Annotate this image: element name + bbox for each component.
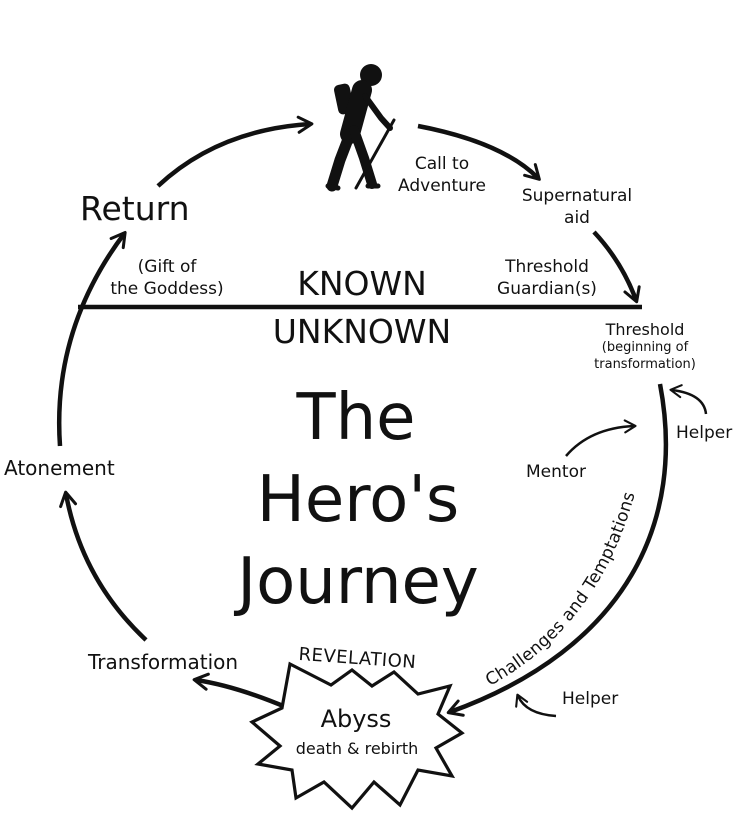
arc-hero-to-supernatural xyxy=(417,123,541,181)
helper-top-label: Helper xyxy=(676,423,733,443)
arc-return-to-hero xyxy=(156,115,314,188)
return-label: Return xyxy=(80,189,190,228)
abyss-label: Abyss xyxy=(320,705,392,733)
atonement-label: Atonement xyxy=(4,456,115,480)
arc-transformation-to-atonement xyxy=(59,490,148,642)
call-line-1: Call to xyxy=(414,154,470,174)
revelation-label: REVELATION xyxy=(298,644,417,673)
call-to-adventure-label: Call to Adventure xyxy=(398,153,486,197)
threshold-line-3: transformation) xyxy=(594,357,696,372)
supernatural-aid-label: Supernatural aid xyxy=(522,185,632,229)
helper-top-arrow xyxy=(669,384,708,415)
transformation-label: Transformation xyxy=(88,650,239,674)
threshold-guardians-label: Threshold Guardian(s) xyxy=(497,256,597,300)
arc-abyss-to-transformation xyxy=(192,672,289,711)
supernatural-line-1: Supernatural xyxy=(521,186,633,206)
gift-line-2: the Goddess) xyxy=(110,279,224,299)
challenges-label: Challenges and Temptations xyxy=(482,489,639,690)
unknown-label: UNKNOWN xyxy=(272,312,452,351)
title-line-1: The xyxy=(296,381,416,455)
mentor-arrow xyxy=(565,419,637,457)
arc-atonement-to-return xyxy=(57,230,127,447)
title-line-2: Hero's xyxy=(256,463,460,537)
arc-supernatural-to-threshold xyxy=(592,230,641,304)
challenges-label-path: Challenges and Temptations xyxy=(482,489,639,690)
helper-bottom-arrow xyxy=(515,693,557,718)
arc-threshold-to-abyss xyxy=(446,383,669,717)
call-line-2: Adventure xyxy=(398,176,486,196)
hiker-icon xyxy=(325,64,396,192)
gift-line-1: (Gift of xyxy=(137,257,197,277)
threshold-line-2: (beginning of xyxy=(601,340,689,355)
threshold-label: Threshold (beginning of transformation) xyxy=(594,320,696,373)
mentor-label: Mentor xyxy=(526,462,586,482)
death-rebirth-label: death & rebirth xyxy=(295,739,419,758)
helper-bottom-label: Helper xyxy=(562,689,619,709)
known-label: KNOWN xyxy=(297,264,427,303)
starburst-icon xyxy=(249,661,465,811)
title-line-3: Journey xyxy=(237,545,479,619)
guardians-line-2: Guardian(s) xyxy=(497,279,597,299)
threshold-line-1: Threshold xyxy=(605,320,685,339)
guardians-line-1: Threshold xyxy=(505,257,589,277)
gift-of-goddess-label: (Gift of the Goddess) xyxy=(110,256,223,300)
supernatural-line-2: aid xyxy=(564,208,590,228)
